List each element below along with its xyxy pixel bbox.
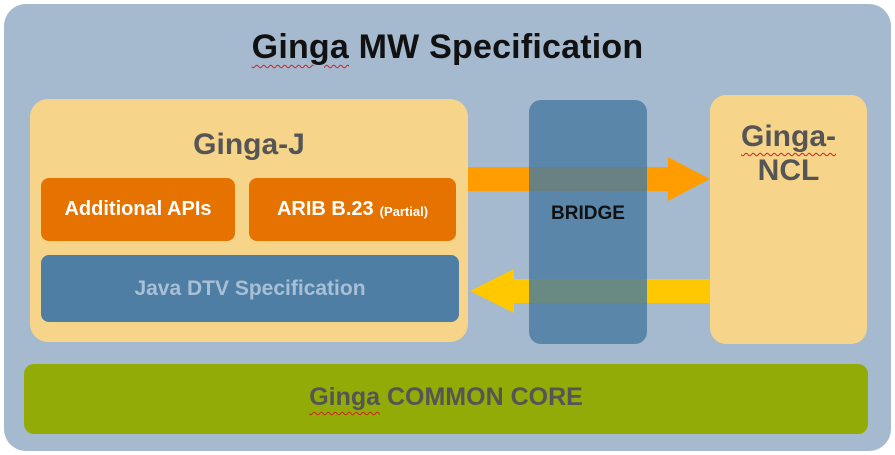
ginga-ncl-label: Ginga- NCL <box>710 120 867 188</box>
additional-apis-box: Additional APIs <box>41 178 235 241</box>
diagram-title: Ginga MW Specification <box>0 28 895 67</box>
core-ginga-word: Ginga <box>309 383 381 411</box>
title-ginga-word: Ginga <box>251 28 350 66</box>
core-rest: COMMON CORE <box>380 383 583 411</box>
java-dtv-label: Java DTV Specification <box>134 276 366 300</box>
common-core-box <box>24 364 868 434</box>
common-core-label: Ginga COMMON CORE <box>24 383 868 412</box>
additional-apis-label: Additional APIs <box>64 198 212 220</box>
bridge-label: BRIDGE <box>551 203 625 224</box>
ginga-ncl-line2: NCL <box>757 154 820 187</box>
arib-b23-label: ARIB B.23 <box>276 198 374 220</box>
arib-b23-box: ARIB B.23 (Partial) <box>249 178 456 241</box>
ginga-ncl-line1: Ginga- <box>741 120 836 153</box>
ginga-ncl-box <box>710 95 867 344</box>
ginga-j-label: Ginga-J <box>193 128 305 161</box>
bridge-box <box>529 100 647 344</box>
title-rest: MW Specification <box>349 28 644 66</box>
java-dtv-box: Java DTV Specification <box>41 255 459 322</box>
arib-partial-note: (Partial) <box>379 204 429 219</box>
